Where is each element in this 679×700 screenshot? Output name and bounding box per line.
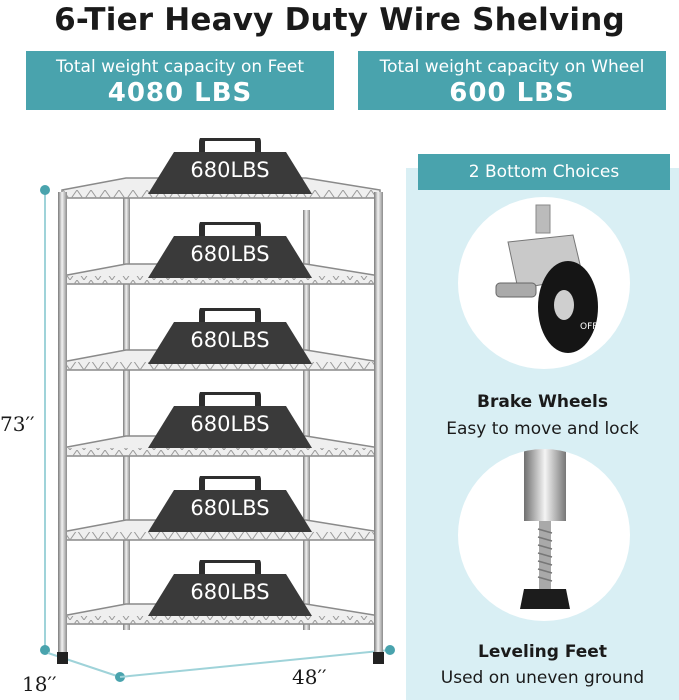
dimension-dot — [40, 185, 50, 195]
leveling-feet-subtitle: Used on uneven ground — [440, 668, 645, 688]
capacity-feet-value: 4080 LBS — [107, 78, 253, 108]
foot-icon — [520, 589, 570, 609]
dimension-dot — [385, 645, 395, 655]
weight-block: 680LBS — [148, 138, 312, 196]
front-left-pole — [58, 192, 67, 657]
height-dimension: 73′′ — [0, 412, 35, 436]
capacity-wheel-value: 600 LBS — [449, 78, 575, 108]
brake-wheels-title: Brake Wheels — [477, 392, 608, 412]
capacity-feet-label: Total weight capacity on Feet — [55, 57, 304, 77]
weight-label: 680LBS — [190, 328, 270, 352]
leveling-feet-title: Leveling Feet — [478, 642, 607, 662]
weight-block: 680LBS — [148, 392, 312, 450]
weight-block: 680LBS — [148, 476, 312, 534]
weight-block: 680LBS — [148, 560, 312, 618]
pole-icon — [524, 449, 566, 521]
depth-dimension: 18′′ — [22, 672, 57, 696]
weight-block: 680LBS — [148, 308, 312, 366]
weight-label: 680LBS — [190, 496, 270, 520]
page-title: 6-Tier Heavy Duty Wire Shelving — [54, 2, 625, 38]
weight-label: 680LBS — [190, 412, 270, 436]
brake-wheel-photo: OFF — [458, 197, 630, 369]
brake-wheels-subtitle: Easy to move and lock — [446, 419, 639, 439]
weight-label: 680LBS — [190, 158, 270, 182]
width-dimension: 48′′ — [292, 665, 327, 689]
dimension-dot — [40, 645, 50, 655]
weight-label: 680LBS — [190, 242, 270, 266]
leveling-feet-photo — [458, 449, 630, 621]
bottom-choices-header: 2 Bottom Choices — [418, 154, 670, 190]
wheel-off-label: OFF — [580, 322, 597, 332]
front-right-pole — [374, 192, 383, 657]
capacity-wheel-banner: Total weight capacity on Wheel 600 LBS — [358, 51, 666, 110]
weight-block: 680LBS — [148, 222, 312, 280]
capacity-wheel-label: Total weight capacity on Wheel — [379, 57, 645, 77]
capacity-feet-banner: Total weight capacity on Feet 4080 LBS — [26, 51, 334, 110]
weight-label: 680LBS — [190, 580, 270, 604]
